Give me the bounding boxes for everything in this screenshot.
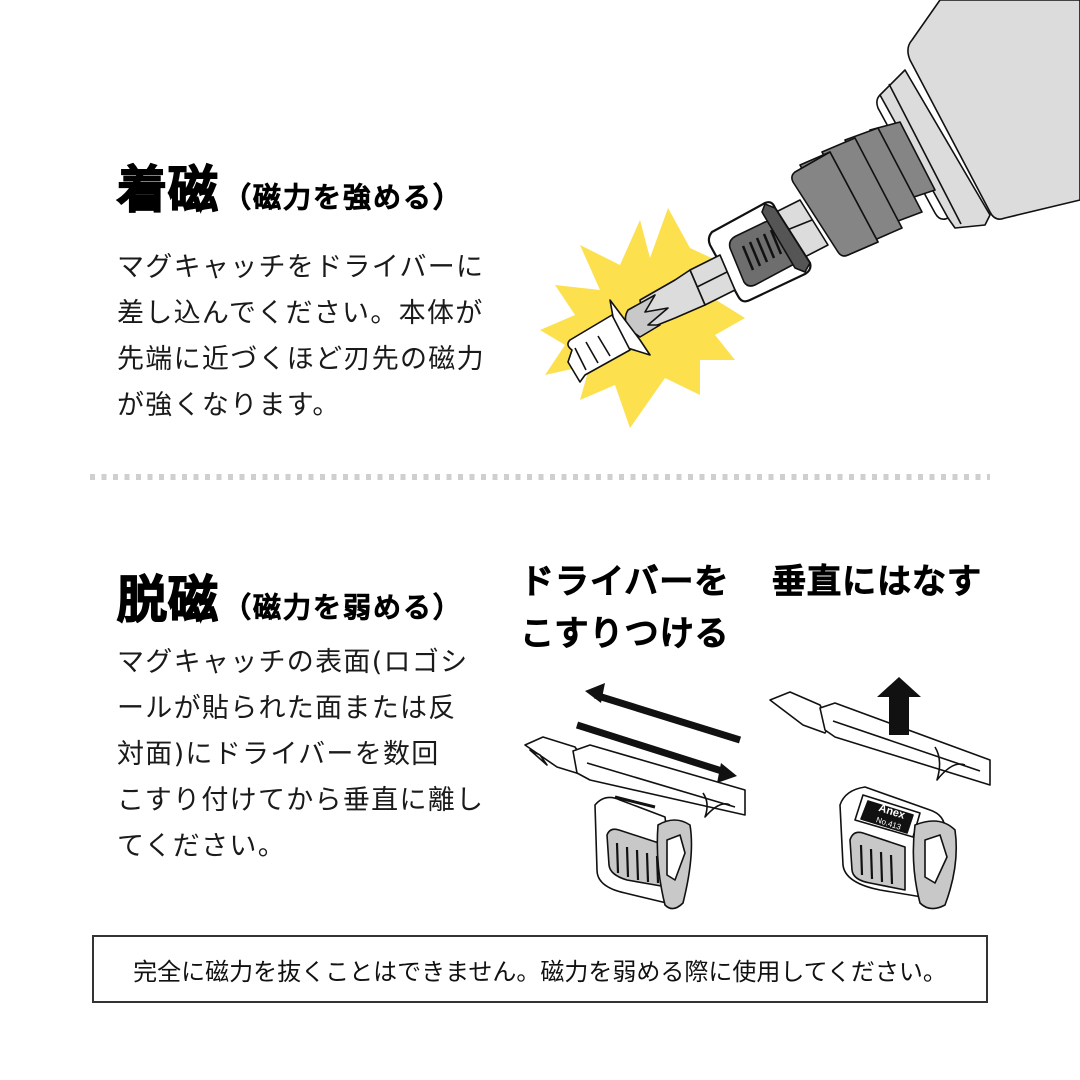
magnetize-line-2: 差し込んでください。本体が [117,298,484,329]
demagnetize-heading: 脱磁 （磁力を弱める） [116,560,464,632]
magnetize-line-4: が強くなります。 [117,390,341,421]
step-rub-line-2: こすりつける [520,614,730,655]
drill-with-magcatch-icon [540,0,1080,428]
step-rub-line-1: ドライバーを [520,562,730,603]
notice-text: 完全に磁力を抜くことはできません。磁力を弱める際に使用してください。 [133,957,947,986]
magnetize-subtitle: （磁力を強める） [223,181,464,215]
step-lift-heading: 垂直にはなす [772,556,982,608]
demagnetize-description: マグキャッチの表面(ロゴシ ールが貼られた面または反 対面)にドライバーを数回 … [117,640,487,870]
demagnetize-line-1: マグキャッチの表面(ロゴシ [117,647,469,678]
demagnetize-line-5: てください。 [117,831,286,862]
demagnetize-title: 脱磁 [116,570,219,630]
notice-box: 完全に磁力を抜くことはできません。磁力を弱める際に使用してください。 [92,935,988,1003]
magnetize-heading: 着磁 （磁力を強める） [116,150,464,222]
demagnetize-subtitle: （磁力を弱める） [223,591,464,625]
magnetize-title: 着磁 [116,160,219,220]
demagnetize-line-3: 対面)にドライバーを数回 [117,739,440,770]
dotted-divider [90,474,990,480]
magnetize-description: マグキャッチをドライバーに 差し込んでください。本体が 先端に近づくほど刃先の磁… [117,245,487,429]
demagnetize-line-4: こすり付けてから垂直に離し [117,785,485,816]
step-lift-line-1: 垂直にはなす [772,562,982,603]
demagnetize-line-2: ールが貼られた面または反 [117,693,457,724]
rub-driver-on-magcatch-icon [524,683,746,910]
step-rub-heading: ドライバーを こすりつける [520,556,730,660]
lift-driver-vertically-icon: Anex No.413 [769,677,991,910]
magnetize-line-3: 先端に近づくほど刃先の磁力 [117,344,485,375]
magnetize-line-1: マグキャッチをドライバーに [117,252,485,283]
